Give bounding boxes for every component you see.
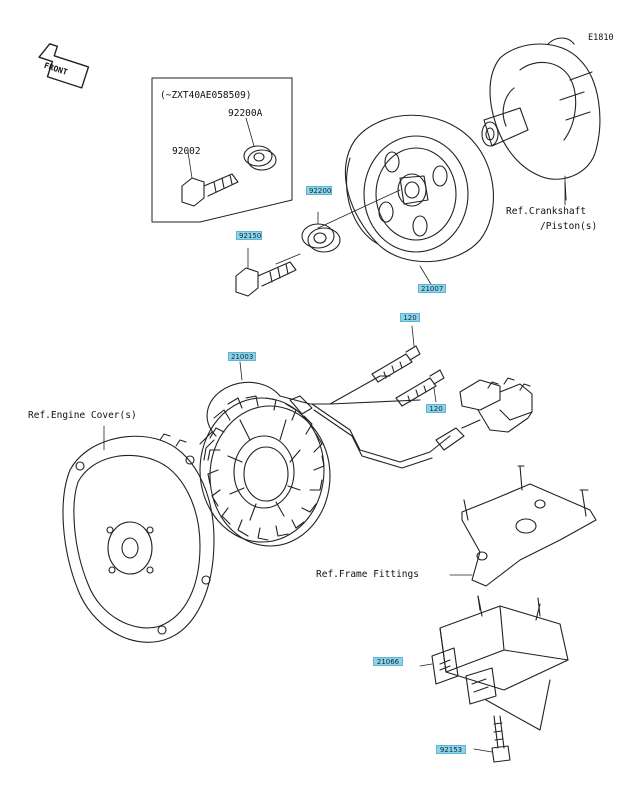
- ref-frame-fittings-label: Ref.Frame Fittings: [316, 569, 419, 580]
- serial-range-bracket: [151, 77, 293, 223]
- regulator-illustration: [419, 595, 569, 731]
- ref-piston-label: /Piston(s): [540, 221, 598, 232]
- washer-a-part-number: 92200A: [228, 108, 263, 119]
- stator-bolt-illustration: [371, 325, 445, 407]
- part-tag-regulator[interactable]: 21066: [373, 657, 403, 666]
- engine-cover-illustration: [62, 425, 215, 643]
- washer-illustration: [301, 211, 341, 253]
- part-tag-stator-bolt-2[interactable]: 120: [426, 404, 446, 413]
- frame-fitting-illustration: [449, 465, 597, 587]
- bolt-rotor-illustration: [235, 247, 297, 297]
- part-tag-bolt-rotor[interactable]: 92150: [236, 231, 262, 240]
- stator-illustration: [199, 395, 331, 547]
- part-tag-bolt-regulator[interactable]: 92153: [436, 745, 466, 754]
- front-arrow-icon: [38, 43, 90, 89]
- part-tag-stator-bolt-1[interactable]: 120: [400, 313, 420, 322]
- rotor-illustration: [344, 114, 494, 263]
- bolt-regulator-illustration: [473, 715, 511, 763]
- diagram-code: E1810: [588, 33, 614, 43]
- bolt-old-illustration: [181, 151, 239, 207]
- serial-range-note: (~ZXT40AE058509): [160, 90, 252, 101]
- ref-crankshaft-label: Ref.Crankshaft: [506, 206, 587, 217]
- part-tag-washer[interactable]: 92200: [306, 186, 332, 195]
- ref-engine-cover-label: Ref.Engine Cover(s): [28, 410, 137, 421]
- part-tag-stator[interactable]: 21003: [228, 352, 256, 361]
- stator-harness-illustration: [206, 375, 533, 469]
- washer-a-illustration: [243, 117, 277, 171]
- crankshaft-illustration: [481, 37, 601, 201]
- part-tag-rotor[interactable]: 21007: [418, 284, 446, 293]
- bolt-old-part-number: 92002: [172, 146, 201, 157]
